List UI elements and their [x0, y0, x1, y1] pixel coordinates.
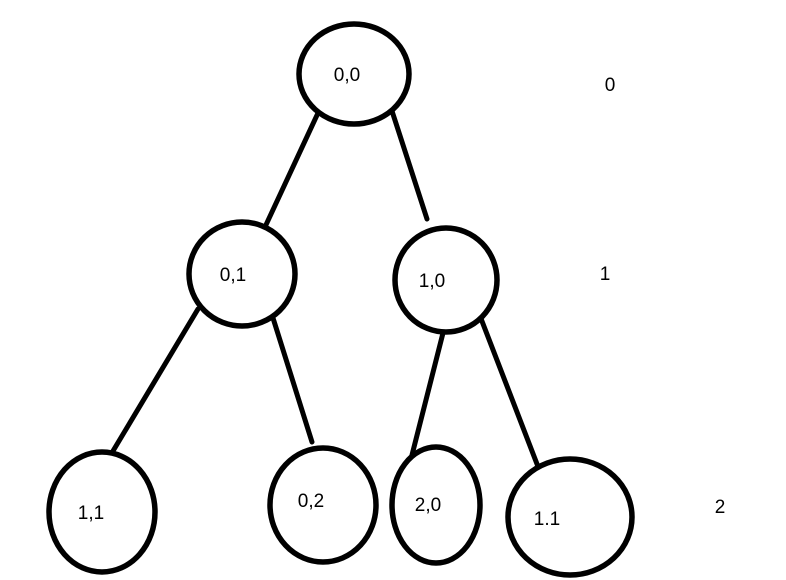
node-1-0: 1,0 [392, 225, 500, 335]
node-circle-0-2 [267, 445, 379, 565]
level-label-1: 1 [600, 264, 611, 285]
node-label-1-1: 1,1 [78, 503, 104, 524]
node-label-0-0: 0,0 [334, 65, 360, 86]
edge-right-to-rightright [477, 313, 545, 480]
node-2-0: 2,0 [389, 444, 483, 566]
edge-root-to-left [262, 110, 321, 230]
node-1-1: 1,1 [46, 449, 158, 575]
level-label-2: 2 [715, 497, 726, 518]
node-0-0: 0,0 [296, 21, 412, 127]
node-circle-1-0 [392, 225, 500, 335]
level-label-0: 0 [605, 75, 616, 96]
edge-right-to-rightleft [409, 330, 446, 458]
node-label-1.1: 1.1 [534, 509, 560, 530]
node-label-0-2: 0,2 [298, 491, 324, 512]
node-circle-1.1 [505, 456, 635, 578]
node-0-2: 0,2 [267, 445, 379, 565]
edge-group [110, 108, 545, 480]
node-0-1: 0,1 [186, 219, 298, 329]
level-labels: 0 1 2 [600, 75, 726, 518]
edge-left-to-leftright [270, 315, 315, 445]
edge-left-to-leftleft [110, 306, 201, 454]
edge-root-to-right [389, 108, 430, 222]
node-label-1-0: 1,0 [419, 271, 445, 292]
node-circle-0-0 [296, 21, 412, 127]
node-label-2-0: 2,0 [415, 495, 441, 516]
node-1.1: 1.1 [505, 456, 635, 578]
node-circle-1-1 [46, 449, 158, 575]
node-circle-0-1 [186, 219, 298, 329]
node-label-0-1: 0,1 [220, 265, 246, 286]
node-circle-2-0 [389, 444, 483, 566]
